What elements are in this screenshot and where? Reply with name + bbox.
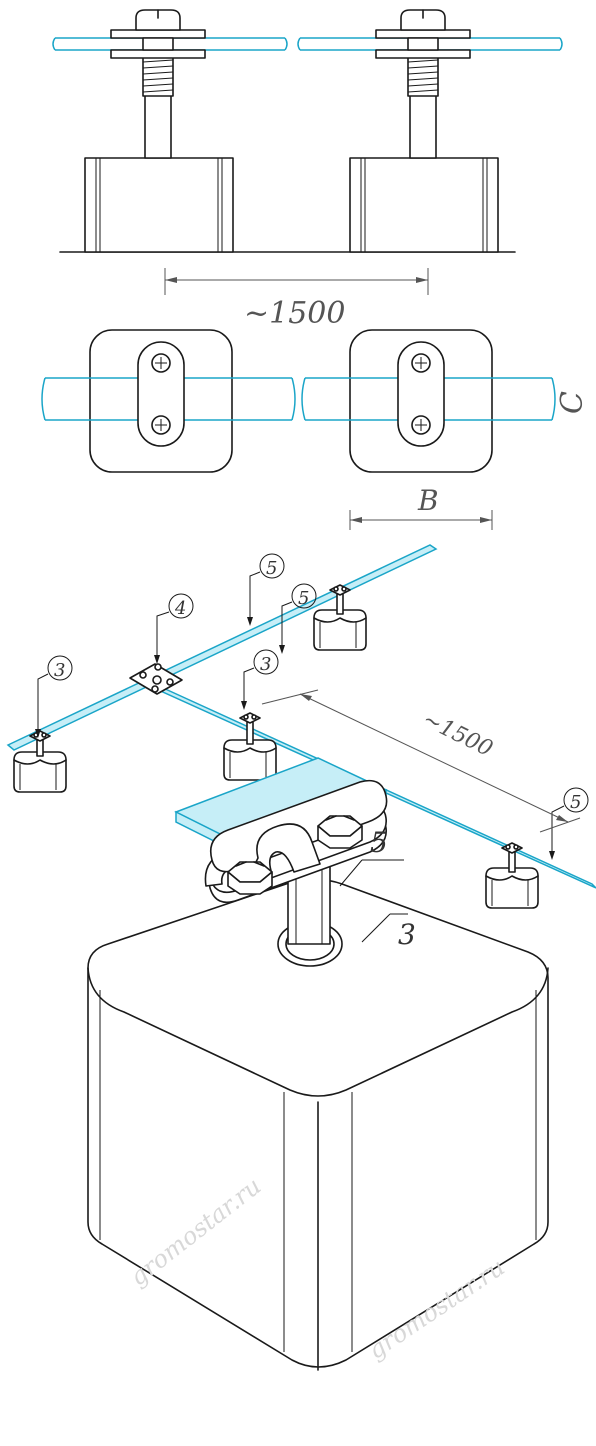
- plan-clamp-left: [137, 341, 185, 447]
- spacing-dimension: [164, 268, 429, 295]
- strip-main: [6, 544, 438, 751]
- svg-text:5: 5: [570, 792, 581, 813]
- iso-support-3: [313, 584, 367, 651]
- iso-spacing-label: ~1500: [419, 707, 497, 762]
- svg-text:5: 5: [370, 826, 388, 859]
- callout-3-mid: 3: [241, 649, 279, 710]
- iso-cross-connector: [129, 663, 183, 695]
- svg-text:4: 4: [174, 598, 186, 619]
- iso-spacing-dimension: [261, 689, 581, 833]
- front-elevation-view: ~1500: [52, 9, 563, 331]
- callout-4: 4: [154, 593, 194, 664]
- svg-text:3: 3: [54, 660, 65, 681]
- label-c: C: [555, 391, 590, 414]
- plan-clamp-right: [397, 341, 445, 447]
- svg-text:5: 5: [298, 588, 309, 609]
- detail-support-block: [87, 878, 549, 1371]
- iso-support-1: [13, 730, 67, 793]
- callout-3-left: 3: [35, 655, 73, 738]
- svg-text:5: 5: [266, 558, 277, 579]
- detail-bolt-left: [227, 861, 273, 895]
- support-right: [349, 9, 499, 253]
- svg-text:3: 3: [260, 654, 271, 675]
- dimension-b: [349, 510, 493, 530]
- plan-view: C B: [41, 329, 590, 530]
- callout-5-right: 5: [549, 787, 589, 860]
- detail-bolt-right: [317, 815, 363, 849]
- callout-5-top: 5: [247, 553, 285, 626]
- detail-view: 5 3 gromostar.ru gromostar.ru: [87, 757, 549, 1371]
- detail-callout-clamp: 3: [361, 913, 416, 951]
- detail-callout-conductor: 5: [339, 826, 404, 887]
- callout-5-mid: 5: [279, 583, 317, 654]
- iso-support-4: [485, 842, 539, 909]
- label-b: B: [417, 484, 439, 517]
- support-left: [84, 9, 234, 253]
- svg-text:3: 3: [398, 918, 416, 951]
- iso-support-2: [223, 712, 277, 781]
- spacing-label: ~1500: [244, 296, 345, 331]
